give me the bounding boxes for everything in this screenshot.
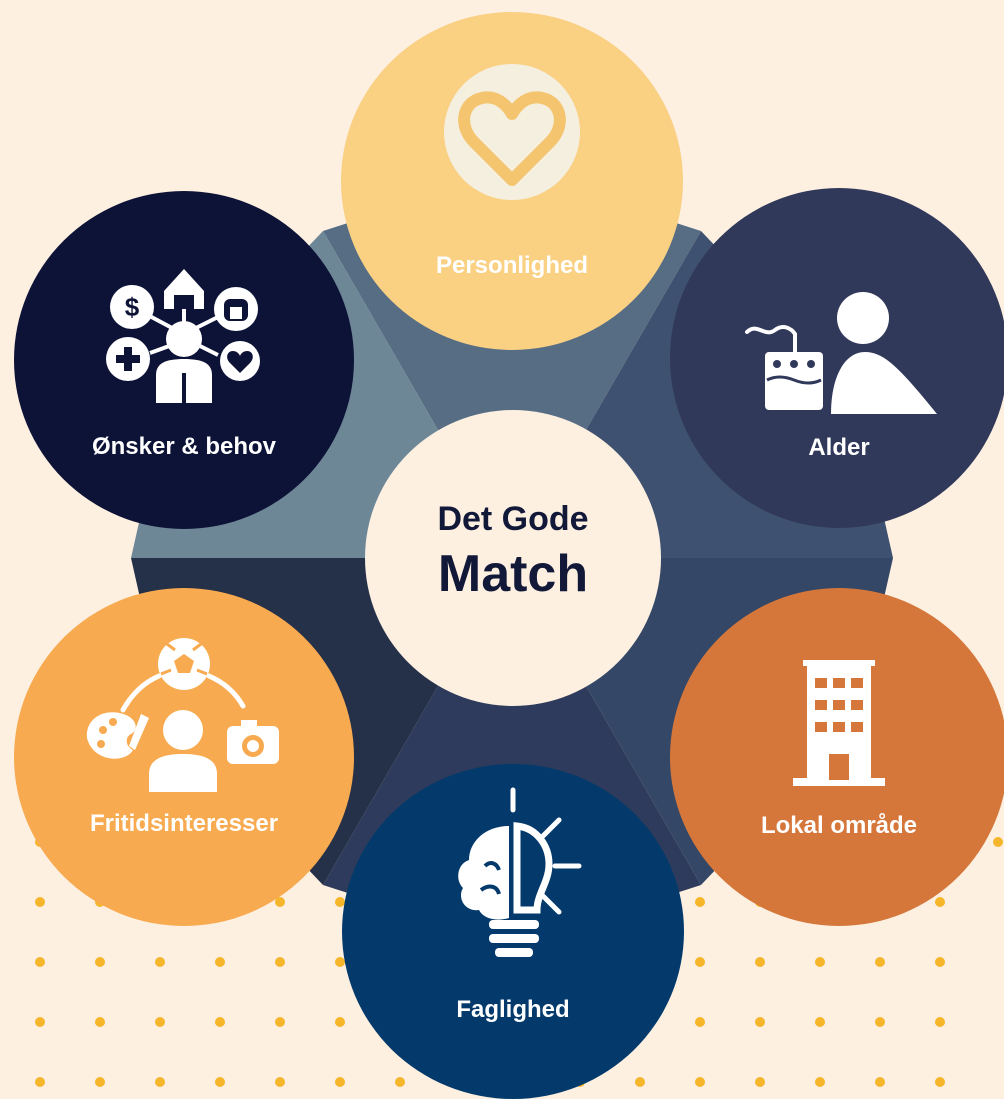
background-dot — [35, 1017, 45, 1027]
background-dot — [695, 957, 705, 967]
background-dot — [95, 957, 105, 967]
background-dot — [155, 1077, 165, 1087]
node-personlighed: Personlighed — [341, 12, 683, 350]
node-label-alder: Alder — [808, 434, 870, 461]
background-dot — [875, 957, 885, 967]
node-label-onsker: Ønsker & behov — [91, 433, 277, 460]
node-lokal: Lokal område — [670, 588, 1004, 926]
background-dot — [935, 1077, 945, 1087]
node-fritid: Fritidsinteresser — [14, 588, 354, 926]
building-icon — [793, 660, 885, 786]
background-dot — [215, 957, 225, 967]
background-dot — [275, 1017, 285, 1027]
background-dot — [815, 957, 825, 967]
background-dot — [875, 1077, 885, 1087]
node-alder: Alder — [670, 188, 1004, 528]
background-dot — [635, 1077, 645, 1087]
birthday-cake-person-icon — [745, 292, 937, 414]
background-dot — [275, 1077, 285, 1087]
center-title-line2: Match — [437, 545, 589, 603]
background-dot — [335, 897, 345, 907]
svg-text:$: $ — [125, 292, 140, 322]
node-label-lokal: Lokal område — [760, 812, 918, 839]
background-dot — [35, 957, 45, 967]
background-dot — [755, 1077, 765, 1087]
node-onsker: $ Ønsker & behov — [14, 191, 354, 529]
background-dot — [35, 1077, 45, 1087]
heart-icon — [444, 64, 580, 200]
background-dot — [815, 1077, 825, 1087]
background-dot — [815, 1017, 825, 1027]
background-dot — [695, 897, 705, 907]
center-title-line1: Det Gode — [437, 500, 589, 538]
background-dot — [95, 1017, 105, 1027]
hobbies-person-icon — [86, 638, 279, 792]
background-dot — [993, 837, 1003, 847]
background-dot — [695, 1017, 705, 1027]
background-dot — [935, 897, 945, 907]
background-dot — [275, 897, 285, 907]
background-dot — [935, 1017, 945, 1027]
person-needs-network-icon: $ — [106, 269, 260, 403]
brain-lightbulb-icon — [458, 787, 582, 957]
background-dot — [155, 957, 165, 967]
background-dot — [395, 1077, 405, 1087]
node-label-faglighed: Faglighed — [456, 996, 570, 1023]
background-dot — [875, 1017, 885, 1027]
background-dot — [215, 1077, 225, 1087]
background-dot — [275, 957, 285, 967]
background-dot — [695, 1077, 705, 1087]
background-dot — [935, 957, 945, 967]
background-dot — [335, 957, 345, 967]
background-dot — [95, 1077, 105, 1087]
node-faglighed: Faglighed — [342, 764, 684, 1099]
node-label-personlighed: Personlighed — [435, 252, 589, 279]
background-dot — [755, 957, 765, 967]
node-label-fritid: Fritidsinteresser — [89, 810, 279, 837]
background-dot — [335, 1017, 345, 1027]
background-dot — [335, 1077, 345, 1087]
background-dot — [35, 897, 45, 907]
background-dot — [215, 1017, 225, 1027]
center-circle: Det Gode Match — [365, 410, 661, 706]
background-dot — [155, 1017, 165, 1027]
background-dot — [755, 1017, 765, 1027]
